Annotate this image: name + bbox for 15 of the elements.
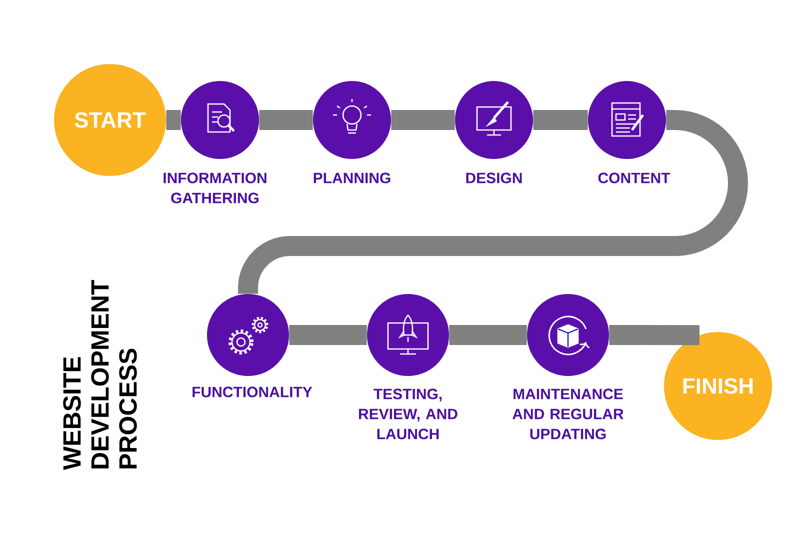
step-label: FUNCTIONALITY [192, 386, 312, 398]
step-label: DESIGN [466, 172, 522, 184]
road-path [609, 325, 700, 346]
road-path [289, 325, 367, 345]
road-path [166, 110, 181, 130]
step-label: INFORMATION GATHERING [164, 172, 266, 204]
road-path [533, 110, 588, 130]
road-path [449, 325, 527, 345]
step-label: MAINTENANCE AND REGULAR UPDATING [512, 388, 624, 440]
step-label: TESTING, REVIEW, AND LAUNCH [359, 388, 458, 440]
title: WEBSITE DEVELOPMENT PROCESS [63, 280, 137, 470]
road-path [259, 110, 313, 130]
road-path [391, 110, 455, 130]
step-label: CONTENT [598, 172, 670, 184]
step-label: PLANNING [314, 172, 390, 184]
